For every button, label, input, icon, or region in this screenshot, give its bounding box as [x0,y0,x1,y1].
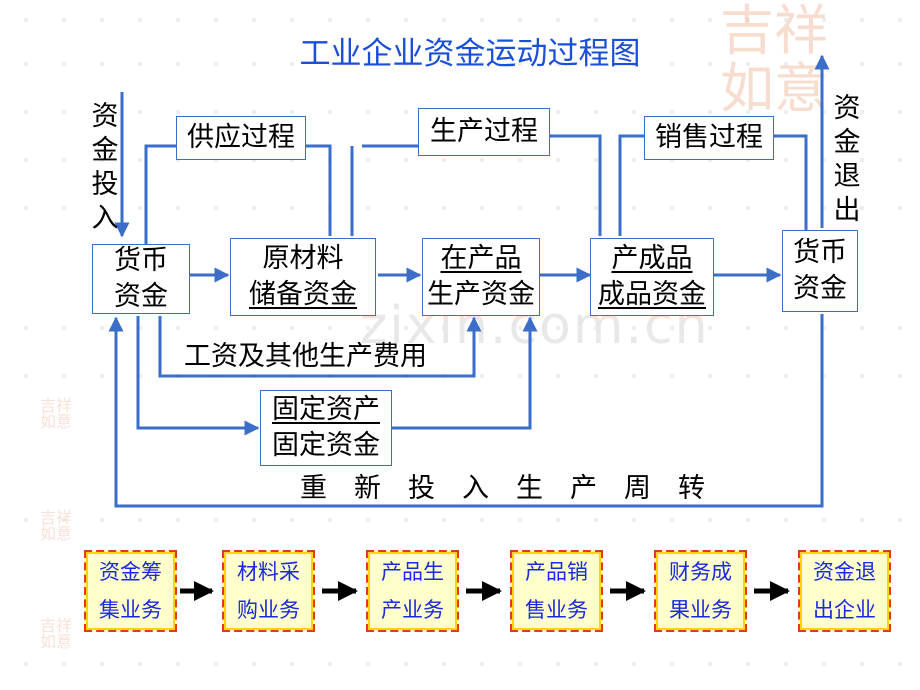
fund-in-label: 资金投入 [91,101,119,234]
business-fundraising: 资金筹 集业务 [84,550,177,632]
business-production-line1: 产品生 [381,560,444,584]
business-purchasing: 材料采 购业务 [222,550,315,632]
finished-goods-line1: 产成品 [611,243,693,274]
fixed-assets-box: 固定资产 固定资金 [260,390,392,466]
business-sales: 产品销 售业务 [510,550,603,632]
money-fund-left-line2: 资金 [114,281,168,312]
money-fund-right-line1: 货币 [793,237,847,268]
decorative-seal-left-3: 吉祥如意 [40,616,73,651]
decorative-seal-left-1: 吉祥如意 [40,396,73,431]
wages-label: 工资及其他生产费用 [184,341,427,372]
business-financial-results: 财务成 果业务 [654,550,747,632]
supply-process-label: 供应过程 [176,116,306,160]
business-sales-line1: 产品销 [525,560,588,584]
business-purchasing-line2: 购业务 [237,598,300,622]
business-purchasing-line1: 材料采 [237,560,300,584]
business-financial-results-line1: 财务成 [669,560,732,584]
page-title: 工业企业资金运动过程图 [299,36,641,72]
decorative-seal-top-right: 吉祥如意 [720,0,828,120]
fund-out-label: 资金退出 [833,93,861,226]
reinvest-label: 重新投入生产周转 [300,473,732,504]
money-fund-right-line2: 资金 [793,273,847,304]
raw-material-line2: 储备资金 [249,279,357,310]
business-financial-results-line2: 果业务 [669,598,732,622]
fixed-assets-line2: 固定资金 [272,430,380,461]
money-fund-left-line1: 货币 [114,245,168,276]
business-fundraising-line2: 集业务 [99,598,162,622]
business-fund-withdrawal-line1: 资金退 [813,560,876,584]
supply-process-text: 供应过程 [187,122,295,153]
money-fund-left-box: 货币 资金 [92,244,190,314]
business-fundraising-line1: 资金筹 [99,560,162,584]
business-production: 产品生 产业务 [366,550,459,632]
finished-goods-box: 产成品 成品资金 [590,238,714,316]
sales-process-label: 销售过程 [644,116,774,160]
business-fund-withdrawal: 资金退 出企业 [798,550,891,632]
raw-material-line1: 原材料 [262,243,344,274]
raw-material-box: 原材料 储备资金 [230,238,376,316]
business-fund-withdrawal-line2: 出企业 [813,598,876,622]
sales-process-text: 销售过程 [655,122,763,153]
production-process-label: 生产过程 [418,108,550,156]
business-sales-line2: 售业务 [525,598,588,622]
wip-line2: 生产资金 [427,279,535,310]
wip-line1: 在产品 [440,243,522,274]
fixed-assets-line1: 固定资产 [272,394,380,425]
decorative-seal-left-2: 吉祥如意 [40,508,73,543]
money-fund-right-box: 货币 资金 [782,230,858,312]
wip-box: 在产品 生产资金 [422,238,540,316]
business-production-line2: 产业务 [381,598,444,622]
production-process-text: 生产过程 [430,116,538,147]
finished-goods-line2: 成品资金 [598,279,706,310]
